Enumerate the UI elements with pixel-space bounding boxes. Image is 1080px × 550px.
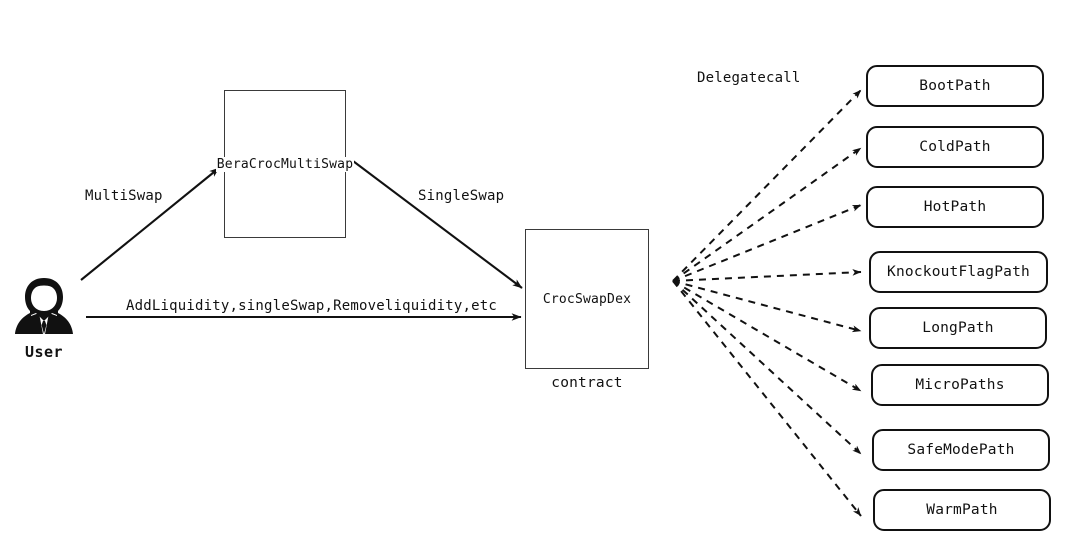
user-avatar-icon	[15, 278, 73, 334]
connector-dex-to-knockoutflagpath	[672, 269, 862, 282]
node-warmpath[interactable]: WarmPath	[873, 489, 1051, 531]
node-crocswapdex-label: CrocSwapDex	[541, 291, 633, 307]
node-coldpath-label: ColdPath	[919, 139, 991, 155]
connector-dex-to-bootpath	[672, 89, 862, 282]
node-coldpath[interactable]: ColdPath	[866, 126, 1044, 168]
node-crocswapdex-caption: contract	[551, 375, 623, 391]
node-bootpath-label: BootPath	[919, 78, 991, 94]
connector-user-to-multiswap	[80, 167, 220, 281]
node-bootpath[interactable]: BootPath	[866, 65, 1044, 107]
node-longpath[interactable]: LongPath	[869, 307, 1047, 349]
node-warmpath-label: WarmPath	[926, 502, 998, 518]
edge-label-delegatecall: Delegatecall	[697, 70, 801, 86]
node-knockoutflagpath[interactable]: KnockoutFlagPath	[869, 251, 1048, 293]
node-micropaths[interactable]: MicroPaths	[871, 364, 1049, 406]
node-knockoutflagpath-label: KnockoutFlagPath	[887, 264, 1030, 280]
edge-label-multiswap: MultiSwap	[85, 188, 163, 204]
connector-dex-to-hotpath	[672, 204, 862, 282]
node-safemodepath[interactable]: SafeModePath	[872, 429, 1050, 471]
connector-dex-to-coldpath	[672, 147, 862, 282]
node-beracrocmultiswap-label: BeraCrocMultiSwap	[215, 156, 355, 172]
node-beracrocmultiswap[interactable]: BeraCrocMultiSwap	[215, 90, 355, 238]
node-crocswapdex[interactable]: CrocSwapDex	[525, 229, 649, 369]
actor-user-label: User	[24, 343, 64, 361]
connector-dex-to-longpath	[672, 280, 862, 333]
connector-dex-to-micropaths	[672, 280, 862, 392]
edge-label-addliquidity: AddLiquidity,singleSwap,Removeliquidity,…	[126, 298, 498, 314]
node-safemodepath-label: SafeModePath	[907, 442, 1015, 458]
node-hotpath[interactable]: HotPath	[866, 186, 1044, 228]
node-micropaths-label: MicroPaths	[915, 377, 1005, 393]
actor-user: User	[12, 272, 76, 361]
connector-dex-to-safemodepath	[672, 280, 862, 455]
edge-label-singleswap: SingleSwap	[418, 188, 505, 204]
node-hotpath-label: HotPath	[923, 199, 987, 215]
connector-multiswap-to-dex	[348, 157, 523, 289]
node-longpath-label: LongPath	[922, 320, 994, 336]
connector-dex-to-warmpath	[672, 280, 862, 517]
